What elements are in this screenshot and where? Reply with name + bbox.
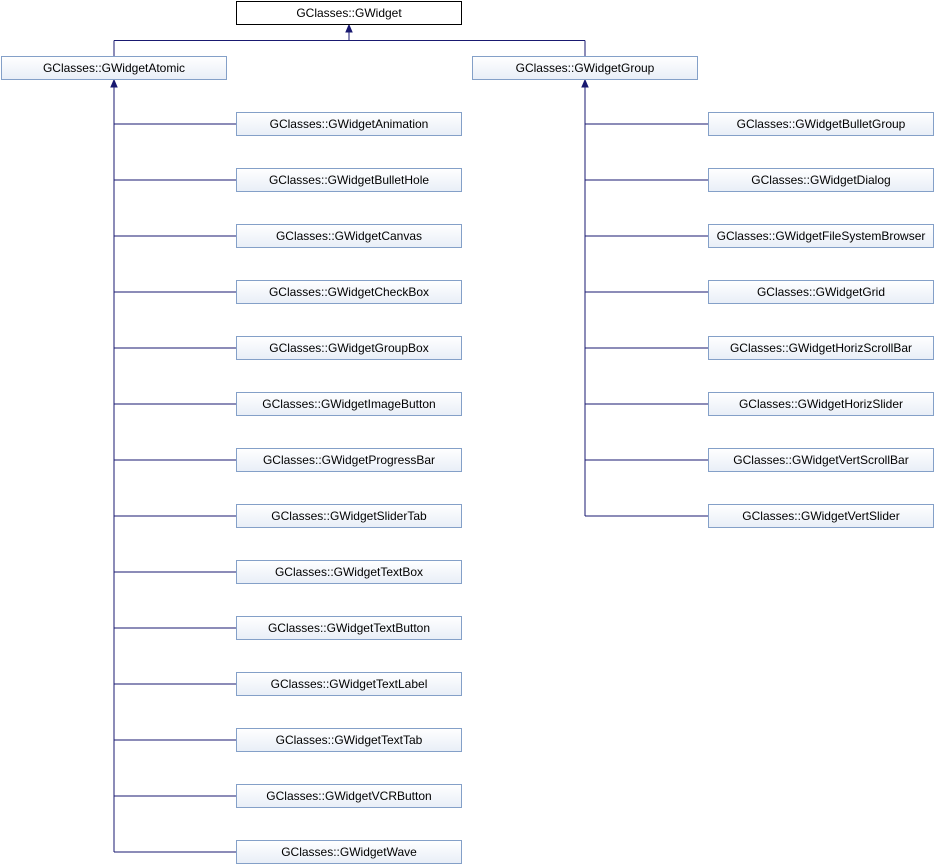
class-node-label: GClasses::GWidgetFileSystemBrowser (717, 229, 926, 243)
class-node-box (236, 728, 462, 752)
class-node-box (236, 504, 462, 528)
class-node-gwidget-bullet-group[interactable]: GClasses::GWidgetBulletGroup (708, 112, 934, 136)
class-node-box (236, 560, 462, 584)
class-node-box (236, 392, 462, 416)
class-node-label: GClasses::GWidgetTextLabel (271, 677, 428, 691)
class-node-box (236, 336, 462, 360)
class-node-label: GClasses::GWidgetCheckBox (269, 285, 429, 299)
class-node-gwidget-horiz-scroll-bar[interactable]: GClasses::GWidgetHorizScrollBar (708, 336, 934, 360)
class-node-gwidget-group[interactable]: GClasses::GWidgetGroup (472, 56, 698, 80)
class-node-box (236, 112, 462, 136)
class-node-label: GClasses::GWidgetAnimation (270, 117, 429, 131)
class-node-label: GClasses::GWidgetGrid (757, 285, 885, 299)
class-node-label: GClasses::GWidget (296, 6, 402, 20)
class-node-box (236, 1, 462, 25)
class-node-gwidget[interactable]: GClasses::GWidget (236, 1, 462, 25)
class-node-gwidget-animation[interactable]: GClasses::GWidgetAnimation (236, 112, 462, 136)
class-node-box (236, 448, 462, 472)
class-node-label: GClasses::GWidgetAtomic (43, 61, 185, 75)
class-node-label: GClasses::GWidgetGroupBox (269, 341, 428, 355)
class-node-gwidget-file-system-browser[interactable]: GClasses::GWidgetFileSystemBrowser (708, 224, 934, 248)
class-node-label: GClasses::GWidgetTextButton (268, 621, 430, 635)
class-node-label: GClasses::GWidgetTextTab (276, 733, 423, 747)
class-node-label: GClasses::GWidgetVertScrollBar (733, 453, 908, 467)
class-node-box (236, 280, 462, 304)
class-node-gwidget-text-tab[interactable]: GClasses::GWidgetTextTab (236, 728, 462, 752)
class-node-gwidget-slider-tab[interactable]: GClasses::GWidgetSliderTab (236, 504, 462, 528)
class-node-box (236, 616, 462, 640)
class-node-label: GClasses::GWidgetHorizScrollBar (730, 341, 912, 355)
class-node-label: GClasses::GWidgetBulletHole (269, 173, 429, 187)
class-node-gwidget-vert-slider[interactable]: GClasses::GWidgetVertSlider (708, 504, 934, 528)
class-node-label: GClasses::GWidgetSliderTab (271, 509, 427, 523)
class-node-label: GClasses::GWidgetBulletGroup (737, 117, 906, 131)
class-node-gwidget-horiz-slider[interactable]: GClasses::GWidgetHorizSlider (708, 392, 934, 416)
class-node-label: GClasses::GWidgetVCRButton (266, 789, 431, 803)
inheritance-arrow-gwidget-atomic (110, 78, 118, 88)
class-node-label: GClasses::GWidgetGroup (516, 61, 655, 75)
class-node-gwidget-dialog[interactable]: GClasses::GWidgetDialog (708, 168, 934, 192)
class-node-gwidget-text-label[interactable]: GClasses::GWidgetTextLabel (236, 672, 462, 696)
class-node-label: GClasses::GWidgetTextBox (275, 565, 423, 579)
class-node-label: GClasses::GWidgetCanvas (276, 229, 422, 243)
class-node-gwidget-wave[interactable]: GClasses::GWidgetWave (236, 840, 462, 864)
class-node-gwidget-group-box[interactable]: GClasses::GWidgetGroupBox (236, 336, 462, 360)
class-node-gwidget-vert-scroll-bar[interactable]: GClasses::GWidgetVertScrollBar (708, 448, 934, 472)
class-node-gwidget-vcrbutton[interactable]: GClasses::GWidgetVCRButton (236, 784, 462, 808)
class-node-label: GClasses::GWidgetVertSlider (742, 509, 899, 523)
inheritance-edges (110, 23, 708, 853)
class-node-gwidget-text-box[interactable]: GClasses::GWidgetTextBox (236, 560, 462, 584)
class-node-gwidget-bullet-hole[interactable]: GClasses::GWidgetBulletHole (236, 168, 462, 192)
class-node-label: GClasses::GWidgetHorizSlider (739, 397, 903, 411)
class-node-label: GClasses::GWidgetDialog (751, 173, 890, 187)
class-node-label: GClasses::GWidgetImageButton (262, 397, 435, 411)
class-node-gwidget-check-box[interactable]: GClasses::GWidgetCheckBox (236, 280, 462, 304)
class-node-label: GClasses::GWidgetWave (281, 845, 417, 859)
class-node-box (236, 224, 462, 248)
inheritance-arrow-root (345, 23, 353, 33)
class-node-gwidget-progress-bar[interactable]: GClasses::GWidgetProgressBar (236, 448, 462, 472)
inheritance-arrow-gwidget-group (581, 78, 589, 88)
class-node-box (236, 784, 462, 808)
class-node-gwidget-grid[interactable]: GClasses::GWidgetGrid (708, 280, 934, 304)
class-node-label: GClasses::GWidgetProgressBar (263, 453, 435, 467)
class-node-gwidget-atomic[interactable]: GClasses::GWidgetAtomic (1, 56, 227, 80)
class-node-box (236, 672, 462, 696)
class-node-gwidget-image-button[interactable]: GClasses::GWidgetImageButton (236, 392, 462, 416)
class-node-gwidget-canvas[interactable]: GClasses::GWidgetCanvas (236, 224, 462, 248)
class-node-box (472, 56, 698, 80)
class-node-gwidget-text-button[interactable]: GClasses::GWidgetTextButton (236, 616, 462, 640)
class-node-box (1, 56, 227, 80)
class-node-box (236, 168, 462, 192)
